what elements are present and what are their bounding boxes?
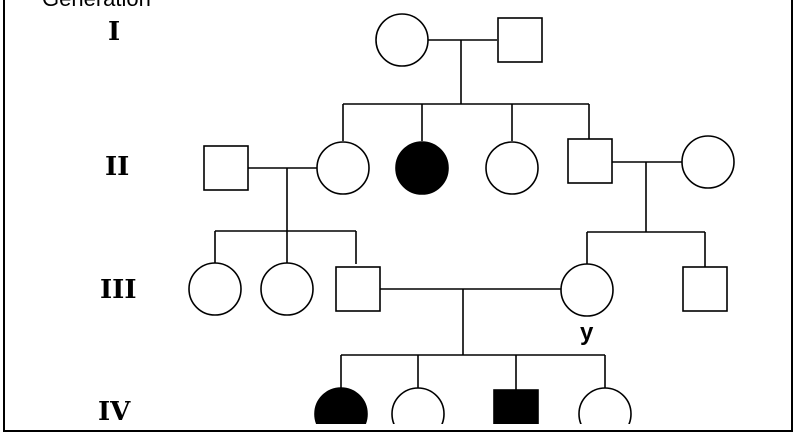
female-iii-2 [260,262,314,316]
male-iii-5 [682,266,728,312]
male-ii-5 [567,138,613,184]
label-y: y [580,319,594,346]
female-iii-1 [188,262,242,316]
generation-label-1: I [108,17,120,47]
female-iii-4 [560,263,614,317]
female-ii-6 [681,135,735,189]
male-ii-1 [203,145,249,191]
female-iv-2 [391,387,445,424]
female-ii-4 [485,141,539,195]
female-i-1 [375,13,429,67]
generation-label-4: IV [98,397,131,424]
individuals [188,13,735,424]
generation-label-2: II [105,152,129,182]
generation-label-3: III [100,275,137,305]
female-ii-2 [316,141,370,195]
pedigree-lines [214,39,706,394]
affected-male-iv-3 [493,389,539,424]
affected-female-iv-1 [314,387,368,424]
male-iii-3 [335,266,381,312]
female-iv-4 [578,387,632,424]
generation-header: Generation [42,0,151,11]
affected-female-ii-3 [395,141,449,195]
male-i-2 [497,17,543,63]
